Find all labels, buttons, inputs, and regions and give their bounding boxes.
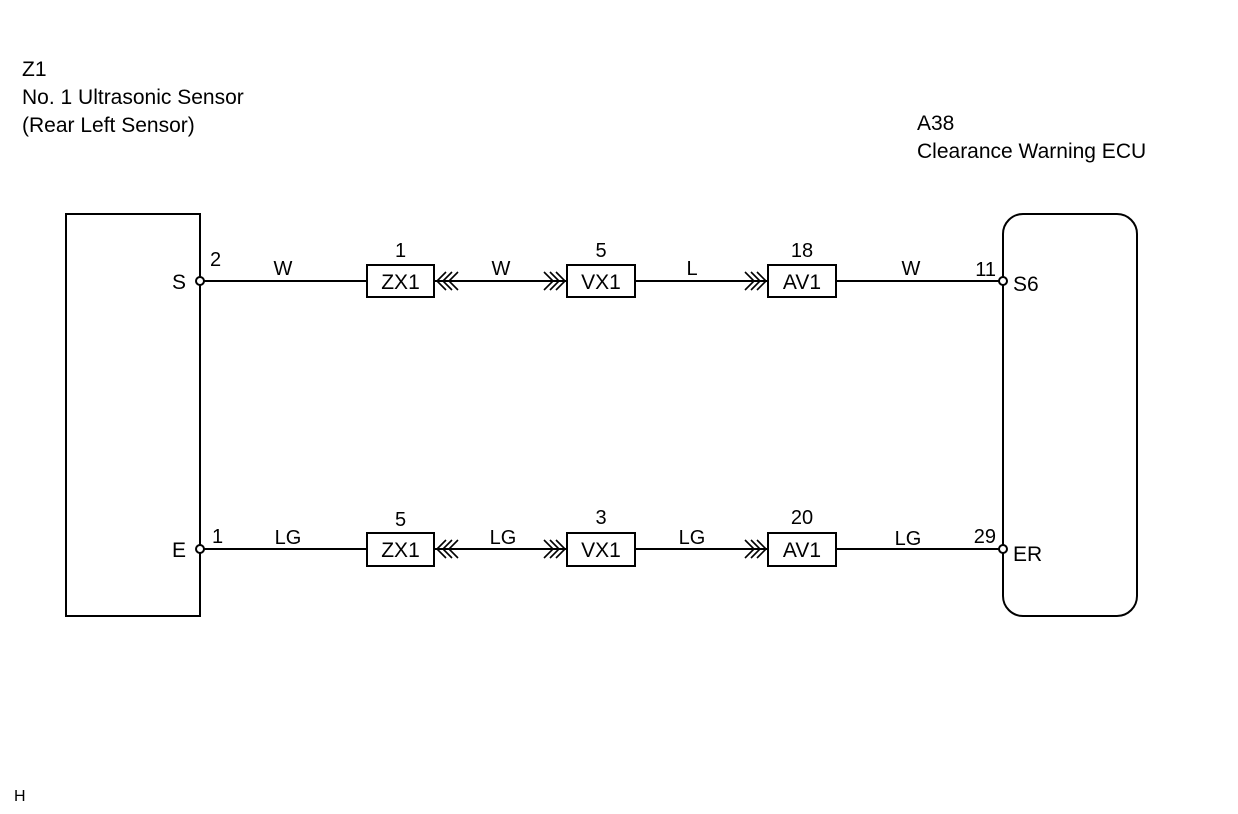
wire-color-label: L <box>686 258 697 280</box>
footer-code: H <box>14 788 26 805</box>
connector-box <box>767 264 837 298</box>
terminal-dot <box>195 544 205 554</box>
chevron-right-icon <box>744 271 768 291</box>
connector-name: AV1 <box>783 271 821 294</box>
wire-color-label: W <box>492 258 511 280</box>
connector-name: VX1 <box>581 539 621 562</box>
wire-color-label: LG <box>490 527 517 549</box>
right-component-code: A38 <box>917 112 955 135</box>
connector-pin: 5 <box>595 240 606 262</box>
terminal-name: ER <box>1013 543 1042 566</box>
wire-color-label: LG <box>679 527 706 549</box>
terminal-dot <box>195 276 205 286</box>
wire-color-label: W <box>274 258 293 280</box>
connector-pin: 1 <box>395 240 406 262</box>
chevron-right-icon <box>744 539 768 559</box>
connector-box <box>366 264 435 298</box>
terminal-pin: 2 <box>210 249 221 271</box>
chevron-right-icon <box>543 539 567 559</box>
connector-box <box>767 532 837 567</box>
connector-name: VX1 <box>581 271 621 294</box>
circuit-1: S 2 11 S6 W W L W ZX1 1 VX1 5 AV1 18 <box>172 240 1039 298</box>
right-component-name: Clearance Warning ECU <box>917 140 1147 163</box>
connector-box <box>366 532 435 567</box>
chevron-left-icon <box>435 539 459 559</box>
chevron-left-icon <box>435 271 459 291</box>
connector-pin: 20 <box>791 507 813 529</box>
connector-pin: 18 <box>791 240 813 262</box>
connector-name: ZX1 <box>381 271 420 294</box>
connector-box <box>566 264 636 298</box>
terminal-name: E <box>172 539 186 562</box>
terminal-pin: 1 <box>212 526 223 548</box>
terminal-dot <box>998 276 1008 286</box>
terminal-name: S <box>172 271 186 294</box>
connector-name: ZX1 <box>381 539 420 562</box>
connector-name: AV1 <box>783 539 821 562</box>
connector-pin: 3 <box>595 507 606 529</box>
terminal-dot <box>998 544 1008 554</box>
terminal-pin: 29 <box>974 526 996 548</box>
left-component-code: Z1 <box>22 58 47 81</box>
right-component-box <box>1002 213 1138 617</box>
circuit-2: E 1 29 ER LG LG LG LG ZX1 5 VX1 3 AV1 20 <box>172 507 1042 567</box>
terminal-pin: 11 <box>975 259 996 281</box>
connector-box <box>566 532 636 567</box>
wire-color-label: LG <box>895 528 922 550</box>
right-component-header: A38 Clearance Warning ECU <box>917 110 1146 166</box>
wire-color-label: W <box>902 258 921 280</box>
terminal-name: S6 <box>1013 273 1039 296</box>
left-component-header: Z1 No. 1 Ultrasonic Sensor (Rear Left Se… <box>22 56 244 140</box>
chevron-right-icon <box>543 271 567 291</box>
wire-color-label: LG <box>275 527 302 549</box>
left-component-subtitle: (Rear Left Sensor) <box>22 114 195 137</box>
left-component-box <box>65 213 201 617</box>
connector-pin: 5 <box>395 509 406 531</box>
left-component-name: No. 1 Ultrasonic Sensor <box>22 86 244 109</box>
